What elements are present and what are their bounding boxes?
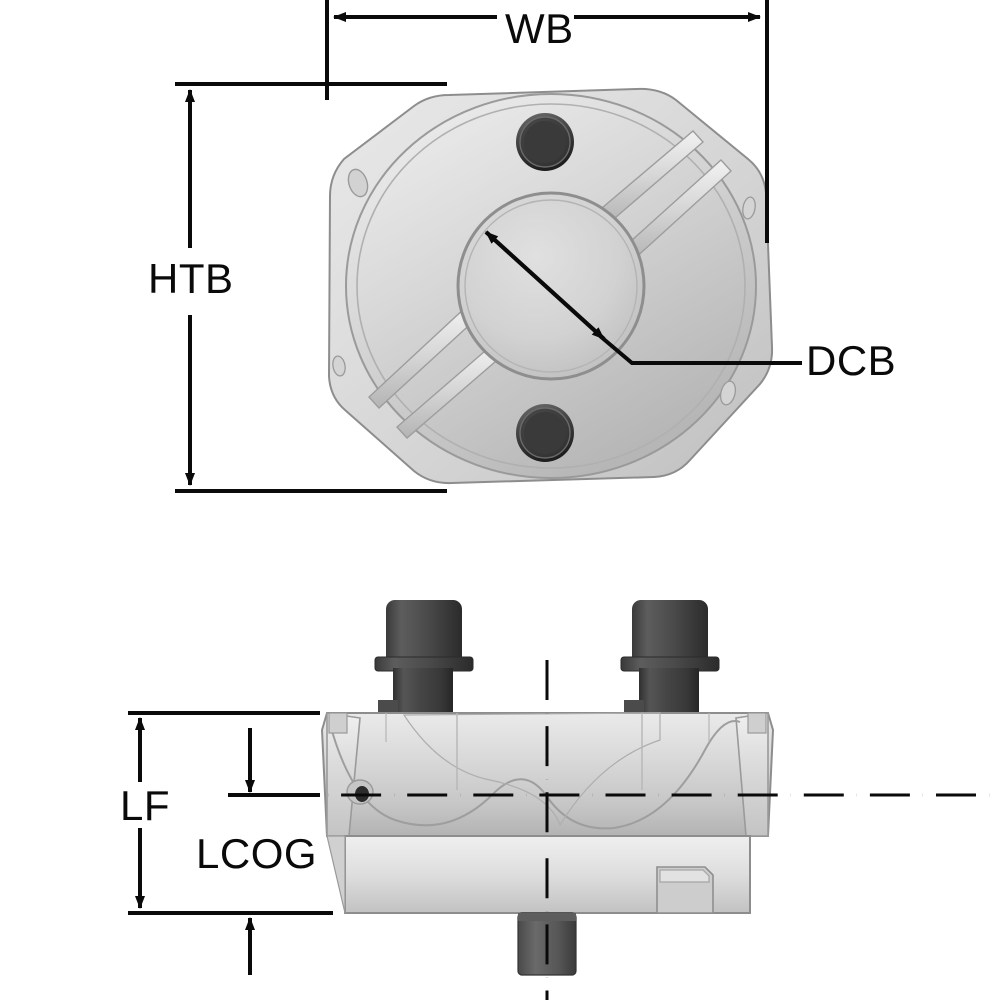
dimension-htb bbox=[175, 82, 447, 493]
side-stud-right bbox=[620, 600, 720, 718]
dimension-dcb bbox=[484, 230, 802, 365]
side-view-part bbox=[275, 600, 1000, 1000]
dcb-leader-line bbox=[598, 334, 802, 365]
dimension-lf bbox=[128, 711, 333, 915]
dimension-wb bbox=[325, 0, 769, 243]
dimension-lcog bbox=[228, 728, 320, 975]
front-view-part bbox=[327, 87, 774, 485]
label-dcb: DCB bbox=[806, 337, 897, 384]
front-face-rim-inner bbox=[356, 103, 746, 469]
side-grease-hole bbox=[346, 779, 374, 805]
front-bolt-head-top bbox=[516, 113, 574, 171]
label-lf: LF bbox=[120, 782, 171, 829]
front-rib-slots bbox=[368, 130, 732, 439]
side-body-step-lines bbox=[385, 713, 710, 790]
front-bore-inner-edge bbox=[464, 199, 638, 373]
label-htb: HTB bbox=[148, 255, 234, 302]
side-key-slot bbox=[656, 866, 714, 914]
front-edge-notches bbox=[332, 168, 756, 406]
side-tab-right bbox=[747, 712, 767, 734]
side-tab-left bbox=[328, 712, 348, 734]
dcb-diameter-arrow-2 bbox=[484, 230, 606, 341]
label-wb: WB bbox=[505, 5, 574, 52]
front-bolt-head-bottom bbox=[516, 404, 574, 462]
side-base-chamfer-left bbox=[326, 835, 346, 914]
side-stud-left bbox=[374, 600, 474, 718]
label-lcog: LCOG bbox=[196, 830, 318, 877]
